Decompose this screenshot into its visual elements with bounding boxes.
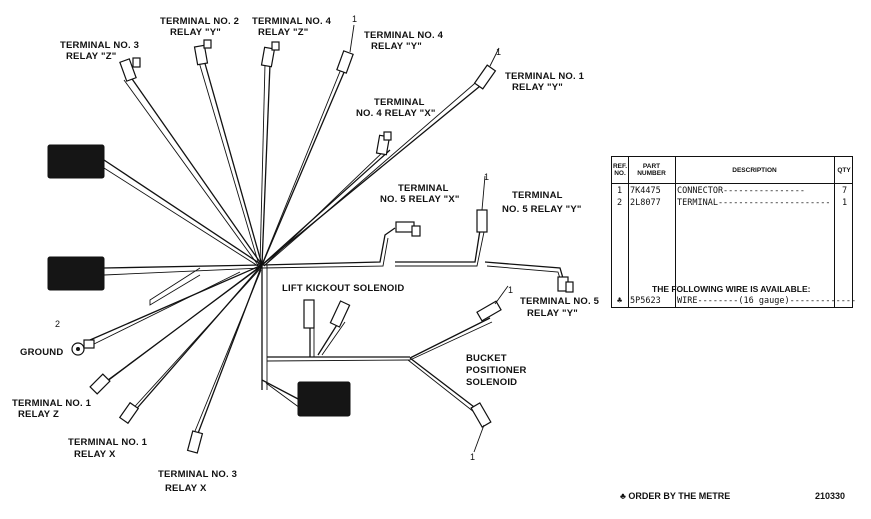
wire-note: THE FOLLOWING WIRE IS AVAILABLE: bbox=[652, 284, 811, 294]
row2-qty: 1 bbox=[842, 198, 848, 208]
relay-block-middle bbox=[47, 256, 105, 291]
header-qty: QTY bbox=[837, 167, 851, 174]
callout-1-a: 1 bbox=[352, 14, 357, 24]
column-divider bbox=[628, 157, 629, 307]
row2-ref: 2 bbox=[617, 198, 623, 208]
header-ref: REF.NO. bbox=[612, 163, 628, 177]
connector-term4-relayZ bbox=[260, 41, 280, 68]
callout-1-d: 1 bbox=[508, 285, 513, 295]
figure-number: 210330 bbox=[815, 491, 846, 501]
callout-1-e: 1 bbox=[470, 452, 475, 462]
connector-term5-relayY-low bbox=[557, 276, 574, 293]
row2-part: 2L8077 bbox=[630, 198, 661, 208]
connector-lift-a bbox=[303, 299, 315, 329]
connector-term1-relayZ bbox=[89, 373, 111, 395]
connector-term4-relayX bbox=[375, 131, 392, 156]
row1-part: 7K4475 bbox=[630, 186, 661, 196]
callout-1-b: 1 bbox=[496, 47, 501, 57]
column-divider bbox=[834, 157, 835, 307]
column-divider bbox=[675, 157, 676, 307]
ground-terminal bbox=[71, 339, 95, 356]
wire-row-part: 5P5623 bbox=[630, 296, 661, 306]
connector-term5-relayY-mid bbox=[476, 175, 488, 233]
connector-bucket-bottom bbox=[470, 402, 492, 453]
connector-term5-relayX bbox=[395, 221, 421, 237]
row1-desc: CONNECTOR---------------- bbox=[677, 186, 805, 196]
connector-term1-relayY bbox=[473, 47, 500, 90]
row2-desc: TERMINAL---------------------- bbox=[677, 198, 831, 208]
label-lift-kickout: LIFT KICKOUT SOLENOID bbox=[282, 283, 404, 294]
connector-term3-relayZ bbox=[119, 57, 141, 82]
wire-row-ref: ♣ bbox=[617, 296, 623, 306]
table-header bbox=[612, 157, 852, 184]
label-ground: GROUND bbox=[20, 347, 63, 358]
callout-2: 2 bbox=[55, 319, 60, 329]
connector-term2-relayY bbox=[193, 39, 212, 66]
row1-ref: 1 bbox=[617, 186, 623, 196]
components bbox=[47, 144, 351, 417]
harness-wires bbox=[89, 59, 566, 437]
callout-numbers: 1 1 1 1 1 2 bbox=[55, 14, 513, 462]
wire-row-desc: WIRE--------(16 gauge)------------- bbox=[677, 296, 857, 306]
connector-lift-b bbox=[329, 300, 351, 328]
relay-block-top bbox=[47, 144, 105, 179]
connectors bbox=[71, 24, 574, 454]
connector-term4-relayY bbox=[336, 24, 355, 74]
row1-qty: 7 bbox=[842, 186, 848, 196]
callout-1-c: 1 bbox=[484, 172, 489, 182]
header-description: DESCRIPTION bbox=[732, 167, 777, 174]
footer-order-note: ♣ ORDER BY THE METRE bbox=[620, 491, 731, 501]
connector-term1-relayX bbox=[118, 401, 140, 425]
connector-bucket-top bbox=[476, 285, 509, 322]
solenoid-block-bottom bbox=[297, 381, 351, 417]
connector-term3-relayX bbox=[186, 430, 204, 454]
